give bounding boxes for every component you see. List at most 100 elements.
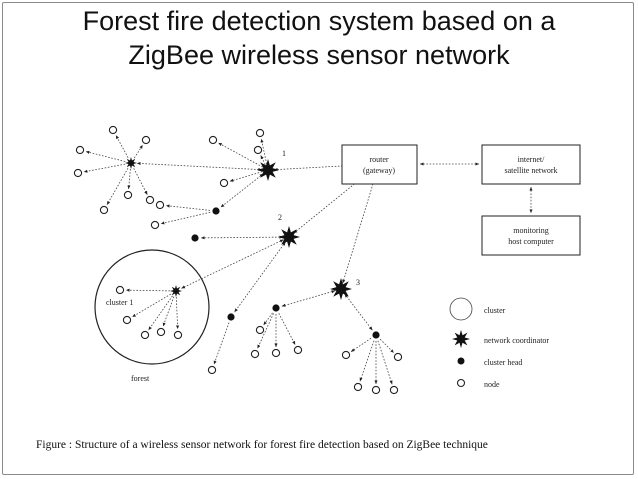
coordinator-head-link [220,173,264,208]
network-coordinator-2 [278,226,300,248]
nodes-layer [73,125,403,395]
cluster-head [372,331,380,339]
sensor-node [156,327,166,337]
sensor-node [140,330,150,340]
sensor-node [122,315,132,325]
sensor-node [253,145,263,155]
node-link [133,168,148,195]
internet-label: internet/ [518,155,545,164]
sensor-node [75,145,85,155]
node-link [125,288,171,292]
node-link [131,293,172,318]
monitoring-box: monitoring host computer [481,215,581,256]
network-coordinator-3 [330,278,352,300]
node-link [115,135,129,158]
legend-node-symbol [456,378,466,388]
sensor-node [145,195,155,205]
cluster-head [272,304,280,312]
sensor-node [255,128,265,138]
figure-caption: Figure : Structure of a wireless sensor … [36,439,488,451]
sensor-node [123,190,133,200]
sensor-node [353,382,363,392]
node-link [377,340,393,385]
legend-coordinator-symbol [452,330,470,348]
node-link [213,322,230,365]
coordinator-head-link [281,290,336,307]
legend-head-symbol [457,357,465,365]
title-line-1: Forest fire detection system based on a [82,6,556,36]
node-link [359,340,375,382]
sensor-node [255,325,265,335]
cluster-head-star [125,157,137,169]
sensor-node [150,220,160,230]
sensor-node [73,168,83,178]
cluster-head-star [170,285,182,297]
network-coordinator-1 [257,159,279,181]
node-link [160,211,211,225]
host-computer-label: host computer [508,237,554,246]
legend-node-label: node [484,380,500,389]
title-line-2: ZigBee wireless sensor network [128,40,510,70]
slide-title: Forest fire detection system based on a … [10,4,628,72]
node-link [175,296,180,330]
sensor-node [389,385,399,395]
node-link [257,313,274,349]
slide-frame [2,2,634,475]
node-link [148,295,173,331]
internet-box: internet/ satellite network [481,144,581,185]
node-link [133,144,144,159]
coordinator-router-link [342,169,378,284]
sensor-node [208,135,218,145]
coordinator-head-link [344,293,373,331]
cluster-head [212,207,220,215]
node-link [85,150,126,162]
sensor-node [108,125,118,135]
sensor-node [207,365,217,375]
legend-cluster-label: cluster [484,306,506,315]
coordinator-head-link [181,239,284,289]
legend-head-label: cluster head [484,358,522,367]
router-label: router [369,155,388,164]
monitoring-label: monitoring [513,226,549,235]
coordinator-2-label: 2 [278,213,282,222]
node-link [229,171,263,182]
node-link [379,338,395,354]
coordinator-router-link [273,162,374,172]
node-link [83,163,126,173]
gateway-label: (gateway) [363,166,395,175]
coordinator-3-label: 3 [356,278,360,287]
node-link [127,168,131,190]
coordinator-head-link [136,161,263,172]
coordinator-head-link [234,241,286,313]
cluster-1-circle [94,249,210,365]
sensor-node [219,178,229,188]
sensor-node [293,345,303,355]
node-link [350,337,372,353]
sensor-node [250,349,260,359]
node-link [278,313,296,345]
node-link [165,204,211,211]
sensor-node [99,205,109,215]
legend-star-shape [452,330,470,348]
node-link [106,168,129,205]
sensor-node [115,285,125,295]
legend: cluster network coordinator cluster head… [449,297,549,389]
cluster-head [191,234,199,242]
legend-cluster-symbol [449,297,473,321]
links-layer [83,135,395,385]
sensor-node [155,200,165,210]
node-link [263,312,273,326]
coordinator-1-label: 1 [282,149,286,158]
satellite-network-label: satellite network [504,166,557,175]
sensor-node [271,348,281,358]
legend-coordinator-label: network coordinator [484,336,549,345]
forest-label: forest [131,374,150,383]
sensor-node [173,330,183,340]
router-gateway-box: router (gateway) [341,144,418,185]
cluster-head [227,313,235,321]
sensor-node [371,385,381,395]
cluster-1-label: cluster 1 [106,298,133,307]
node-link [218,142,263,168]
